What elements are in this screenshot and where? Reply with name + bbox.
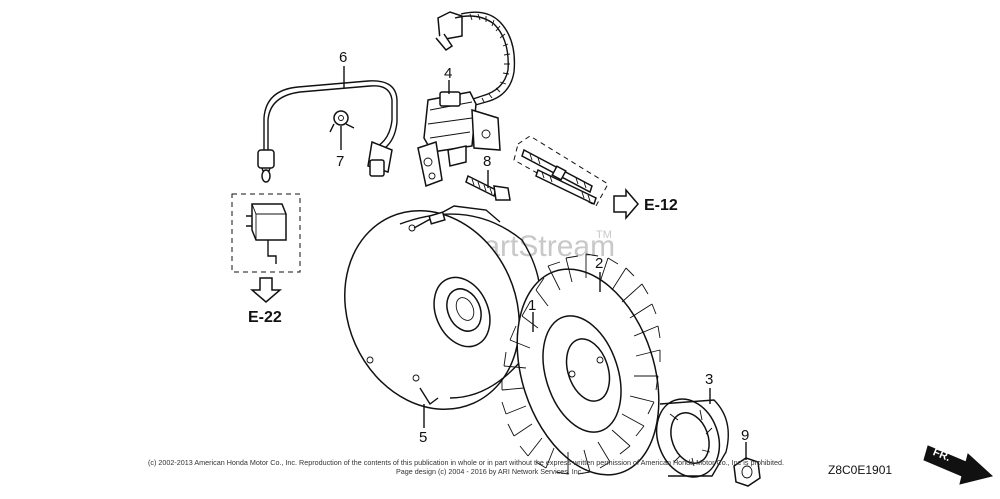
callout-5[interactable]: 5 bbox=[419, 429, 427, 446]
cooling-fan[interactable] bbox=[492, 251, 683, 493]
leader-lines bbox=[340, 66, 747, 460]
callout-4[interactable]: 4 bbox=[444, 65, 452, 82]
ref-e22[interactable]: E-22 bbox=[248, 309, 282, 326]
callout-8[interactable]: 8 bbox=[483, 153, 491, 170]
e12-arrow[interactable] bbox=[613, 187, 639, 221]
stop-switch-wire[interactable] bbox=[257, 80, 398, 183]
flywheel[interactable] bbox=[314, 183, 550, 438]
wire-clip[interactable] bbox=[329, 110, 355, 133]
e22-arrow[interactable] bbox=[249, 277, 283, 303]
copyright-line: (c) 2002-2013 American Honda Motor Co., … bbox=[148, 458, 784, 467]
starter-pulley[interactable] bbox=[646, 390, 730, 486]
watermark-tm: TM bbox=[596, 229, 612, 241]
diagram-code: Z8C0E1901 bbox=[828, 463, 892, 477]
front-direction-arrow: FR. bbox=[923, 445, 994, 485]
callout-1[interactable]: 1 bbox=[528, 297, 536, 314]
ref-e12[interactable]: E-12 bbox=[644, 197, 678, 214]
page-design-line: Page design (c) 2004 - 2016 by ARI Netwo… bbox=[396, 467, 583, 476]
callout-3[interactable]: 3 bbox=[705, 371, 713, 388]
stud-bolt-reference-group bbox=[513, 135, 609, 207]
condenser-reference-group bbox=[231, 193, 301, 273]
callout-2[interactable]: 2 bbox=[595, 255, 603, 272]
flange-bolt[interactable] bbox=[465, 174, 511, 201]
callout-6[interactable]: 6 bbox=[339, 49, 347, 66]
ignition-coil[interactable] bbox=[417, 11, 516, 188]
callout-7[interactable]: 7 bbox=[336, 153, 344, 170]
callout-9[interactable]: 9 bbox=[741, 427, 749, 444]
